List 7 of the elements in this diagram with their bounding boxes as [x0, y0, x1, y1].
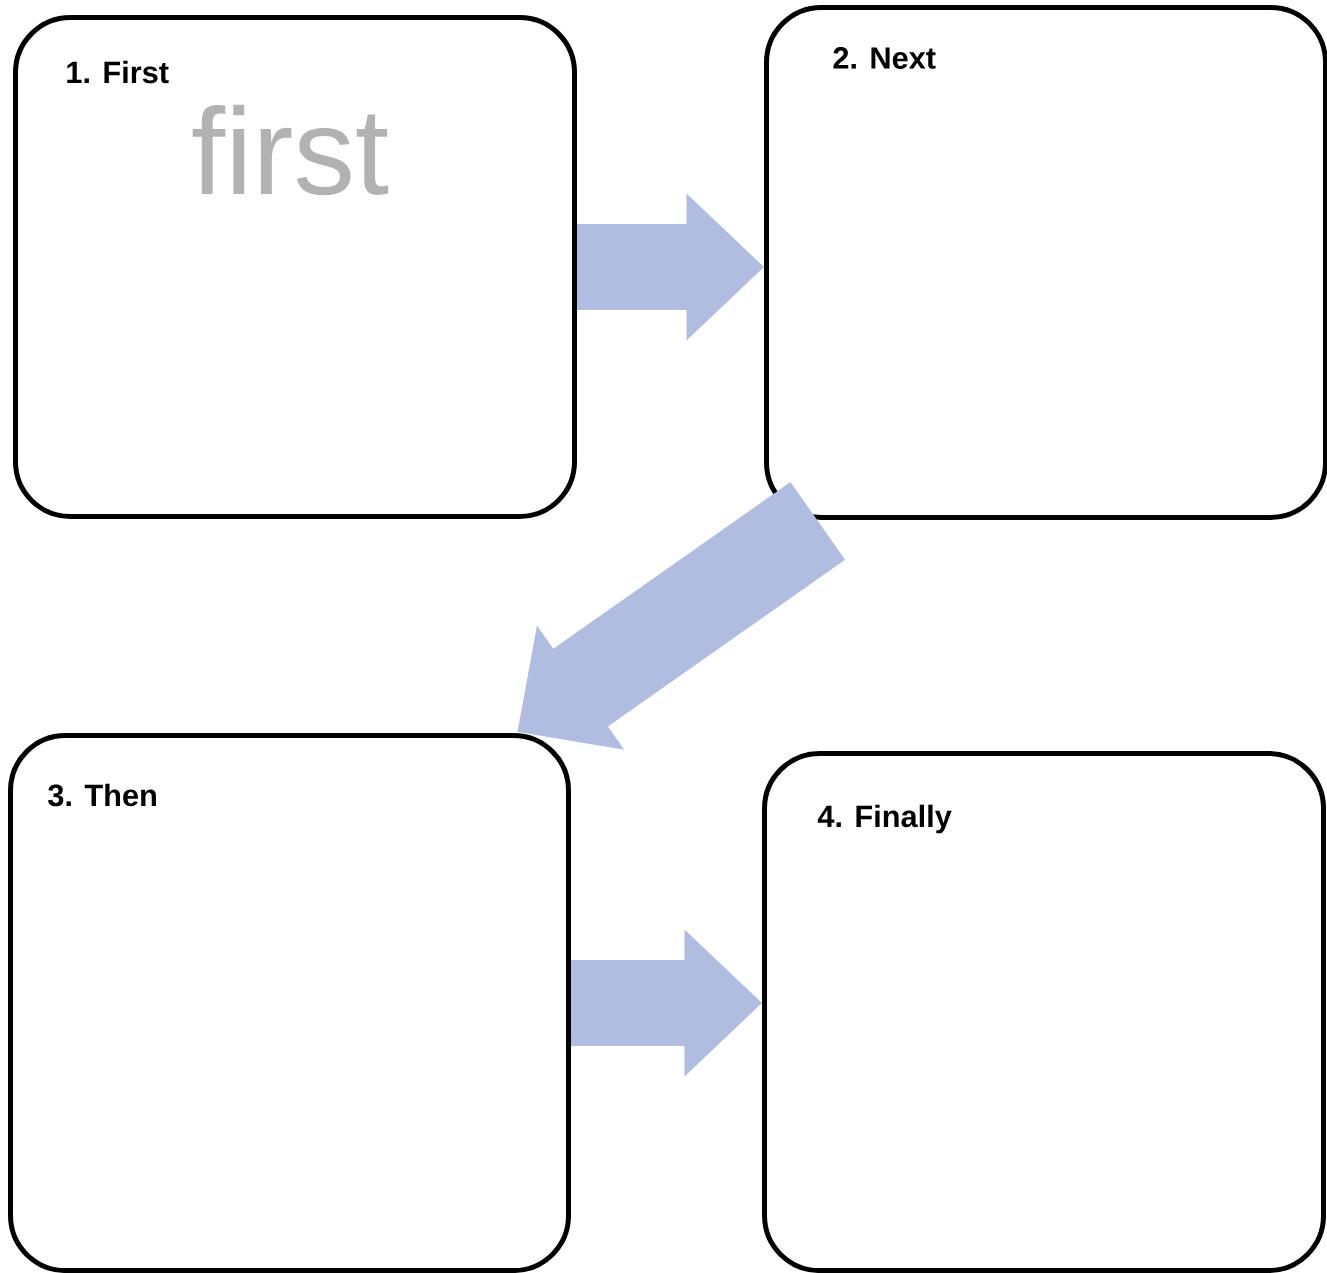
block-arrow — [577, 193, 764, 341]
step-title: 3. Then — [48, 783, 156, 807]
watermark-word: first — [192, 104, 389, 196]
block-arrow — [571, 929, 762, 1077]
step-title: 1. First — [67, 60, 169, 84]
step-title: 4. Finally — [817, 804, 952, 834]
step-title: 2. Next — [833, 47, 936, 69]
